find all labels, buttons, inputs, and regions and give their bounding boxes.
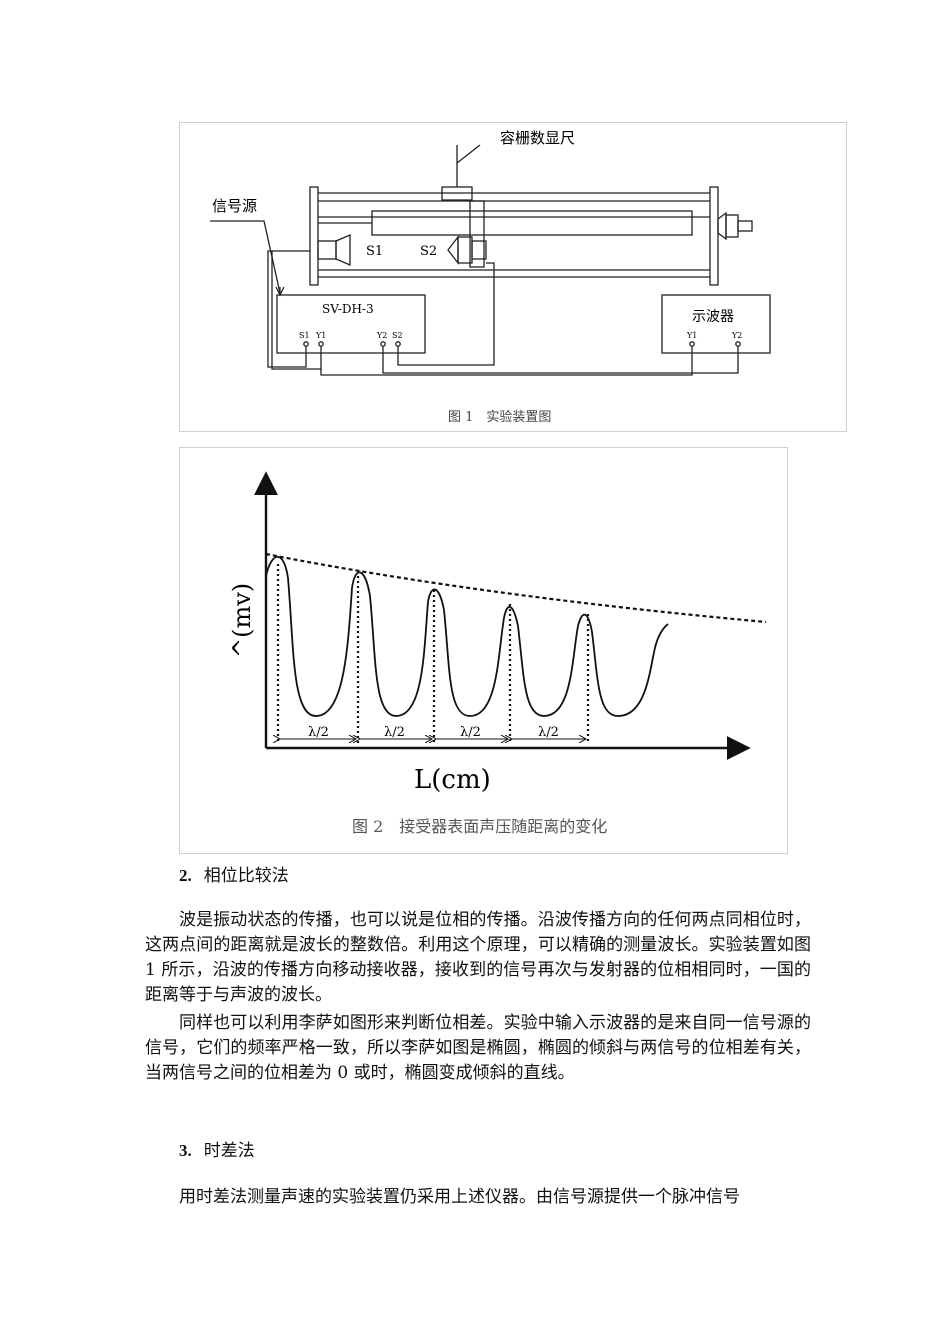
port-label: S1: [299, 331, 310, 340]
lambda-half-label: λ/2: [384, 725, 405, 740]
section-2-heading: 2. 相位比较法: [179, 861, 289, 886]
right-end-plate: [709, 186, 719, 286]
device-label: SV-DH-3: [322, 302, 374, 316]
x-axis-label: L(cm): [414, 765, 491, 795]
section-3-paragraph: 用时差法测量声速的实验装置仍采用上述仪器。由信号源提供一个脉冲信号: [179, 1187, 740, 1207]
port-label: Y2: [376, 331, 387, 340]
sv-dh3-box: [276, 294, 426, 354]
port-label: Y1: [315, 331, 326, 340]
wire-s2: [397, 262, 495, 366]
knob: [717, 211, 727, 241]
section-2-paragraph-1: 波是振动状态的传播，也可以说是位相的传播。沿波传播方向的任何两点同相位时，这两点…: [145, 910, 811, 1005]
setup-diagram-svg: 容栅数显尺 信号源 S1 S2 SV-DH-3 S1 Y1 Y2 S2 示波器 …: [210, 129, 771, 425]
transducer-s2: [447, 235, 459, 265]
y-axis-label: ^(mv): [228, 583, 256, 658]
port-label: Y2: [731, 331, 742, 340]
s2-label: S2: [420, 244, 437, 259]
wire-s1: [267, 250, 310, 368]
wire-y1: [320, 346, 693, 376]
figure-1-caption: 图 1 实验装置图: [448, 409, 551, 425]
section-3-heading: 3. 时差法: [179, 1136, 255, 1161]
section-2-paragraph-2: 同样也可以利用李萨如图形来判断位相差。实验中输入示波器的是来自同一信号源的信号，…: [145, 1013, 811, 1083]
source-leader: [210, 220, 281, 294]
figure-2-caption: 图 2 接受器表面声压随距离的变化: [352, 817, 607, 836]
lambda-half-label: λ/2: [308, 725, 329, 740]
section-title: 时差法: [203, 1141, 255, 1161]
oscilloscope-box: [661, 294, 771, 354]
screw-rod: [371, 210, 693, 236]
scope-label: 示波器: [692, 309, 734, 325]
carriage: [469, 200, 485, 268]
lambda-half-label: λ/2: [538, 725, 559, 740]
source-label: 信号源: [212, 197, 257, 215]
wire-y2: [382, 346, 739, 374]
figure-2-pressure-curve: λ/2 λ/2 λ/2 λ/2 ^(mv) L(cm) 图 2 接受器表面声压随…: [179, 447, 788, 854]
section-number: 2.: [179, 866, 192, 885]
lambda-half-label: λ/2: [460, 725, 481, 740]
port-label: S2: [392, 331, 403, 340]
pressure-curve-svg: λ/2 λ/2 λ/2 λ/2 ^(mv) L(cm) 图 2 接受器表面声压随…: [228, 471, 767, 836]
port-label: Y1: [686, 331, 697, 340]
s1-label: S1: [366, 244, 383, 259]
figure-1-setup-diagram: 容栅数显尺 信号源 S1 S2 SV-DH-3 S1 Y1 Y2 S2 示波器 …: [179, 122, 847, 432]
section-title: 相位比较法: [203, 866, 289, 886]
transducer-s1: [317, 240, 337, 260]
envelope-curve: [265, 552, 767, 624]
ruler-label: 容栅数显尺: [500, 129, 575, 147]
left-end-plate: [309, 186, 319, 286]
pressure-curve: [265, 556, 669, 717]
section-number: 3.: [179, 1141, 192, 1160]
